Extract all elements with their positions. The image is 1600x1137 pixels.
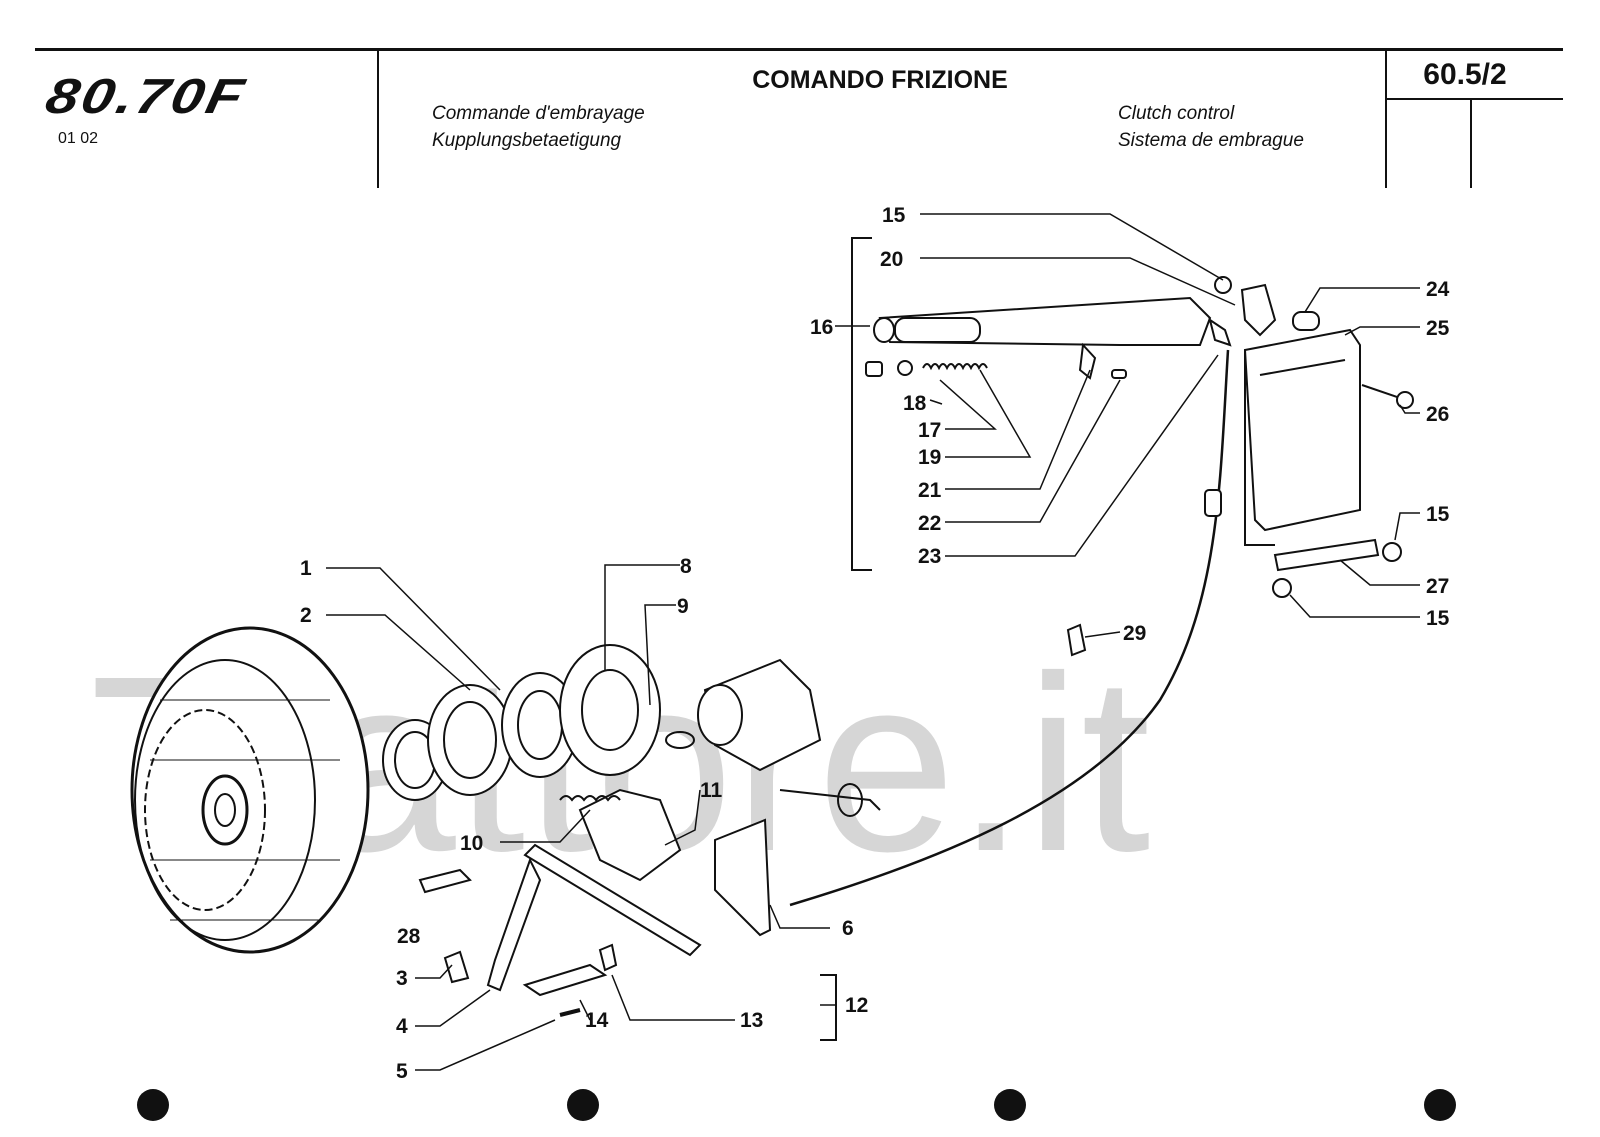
- grease-nipple-29: [1066, 623, 1087, 657]
- callout-15-c: 15: [1426, 607, 1450, 630]
- subtitle-fr: Commande d'embrayage: [432, 103, 645, 124]
- release-bearing-group: [382, 644, 695, 801]
- header-page-divider: [1470, 98, 1472, 188]
- plate-27: [1272, 538, 1402, 598]
- release-fork: [559, 788, 682, 882]
- callout-15-a: 15: [882, 204, 906, 227]
- callout-28: 28: [397, 925, 421, 948]
- mounting-bracket: [1243, 328, 1361, 546]
- clutch-assembly: [130, 626, 370, 954]
- page-title: COMANDO FRIZIONE: [752, 66, 1008, 94]
- bracket-group-16-23: [851, 237, 872, 571]
- callout-4: 4: [396, 1015, 408, 1038]
- callout-6: 6: [842, 917, 854, 940]
- callout-8: 8: [680, 555, 692, 578]
- callout-1: 1: [300, 557, 312, 580]
- cable-sleeve: [1204, 489, 1222, 517]
- clutch-lever: [873, 296, 1212, 346]
- callout-11: 11: [700, 779, 723, 802]
- callout-18: 18: [903, 392, 927, 415]
- cable-bracket: [714, 818, 772, 937]
- callout-26: 26: [1426, 403, 1449, 426]
- clutch-cable: [789, 349, 1230, 907]
- callout-27: 27: [1426, 575, 1449, 598]
- ratchet-set: [1208, 276, 1320, 347]
- bolt-26: [1361, 384, 1414, 409]
- cross-shaft: [486, 843, 702, 992]
- guide-sleeve: [697, 658, 881, 817]
- subtitle-de: Kupplungsbetaetigung: [432, 130, 622, 151]
- callout-9: 9: [677, 595, 689, 618]
- callout-25: 25: [1426, 317, 1450, 340]
- callout-20: 20: [880, 248, 903, 271]
- callout-14: 14: [585, 1009, 609, 1032]
- callout-21: 21: [918, 479, 942, 502]
- header-divider-right: [1385, 50, 1387, 188]
- subtitle-en: Clutch control: [1118, 103, 1235, 124]
- callout-10: 10: [460, 832, 483, 855]
- header-divider-left: [377, 50, 379, 188]
- callout-24: 24: [1426, 278, 1450, 301]
- callout-12: 12: [845, 994, 868, 1017]
- callout-3: 3: [396, 967, 408, 990]
- callout-labels: 1 2 3 4 5 6 8 9 10 11 12 13 14 15 15 15 …: [300, 204, 1450, 1083]
- leader-lines: [326, 213, 1420, 1071]
- bracket-12: [820, 974, 837, 1041]
- header-page-rule: [1385, 98, 1563, 100]
- callout-5: 5: [396, 1060, 408, 1083]
- callout-17: 17: [918, 419, 941, 442]
- callout-15-b: 15: [1426, 503, 1450, 526]
- callout-2: 2: [300, 604, 312, 627]
- header-top-rule: [35, 48, 1563, 51]
- punch-holes: [137, 1089, 1456, 1121]
- small-parts: [418, 868, 618, 1017]
- callout-23: 23: [918, 545, 941, 568]
- callout-22: 22: [918, 512, 941, 535]
- callout-19: 19: [918, 446, 941, 469]
- subtitle-es: Sistema de embrague: [1118, 130, 1304, 151]
- callout-29: 29: [1123, 622, 1146, 645]
- doc-code: 01 02: [58, 130, 99, 147]
- page-number: 60.5/2: [1423, 58, 1507, 91]
- lever-spring-set: [865, 342, 1127, 380]
- callout-13: 13: [740, 1009, 763, 1032]
- callout-16: 16: [810, 316, 833, 339]
